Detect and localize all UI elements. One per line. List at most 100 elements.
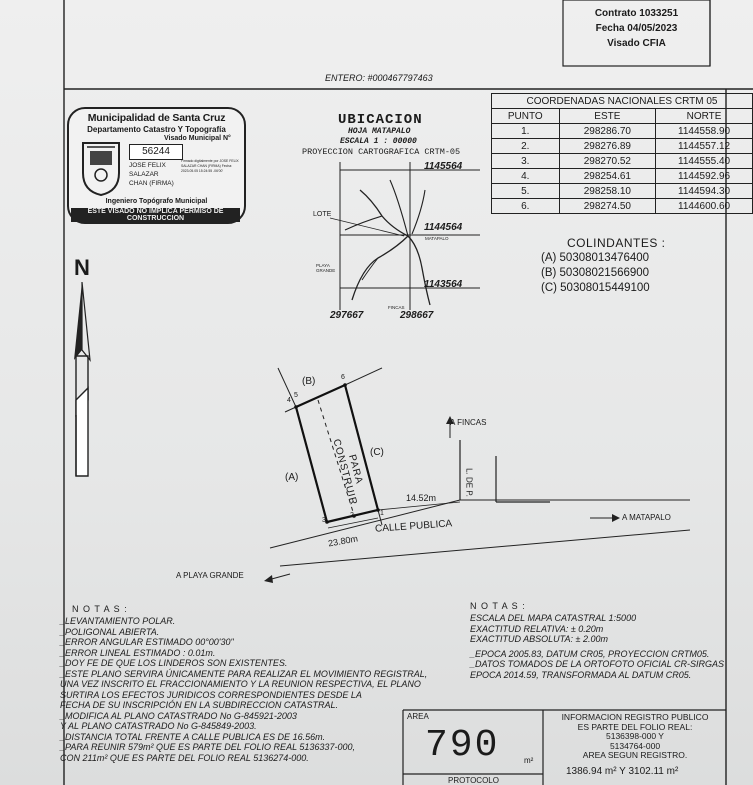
plan-label-b: (B)	[302, 376, 316, 387]
north-arrow-icon	[74, 281, 91, 477]
map-lote: LOTE	[313, 211, 332, 218]
plan-point-2: 2	[350, 512, 354, 519]
registry-info: INFORMACION REGISTRO PUBLICO ES PARTE DE…	[545, 712, 725, 761]
note-line: _EPOCA 2005.83, DATUM CR05, PROYECCION C…	[470, 648, 710, 659]
seal-signer-3: CHAN (FIRMA)	[129, 180, 174, 187]
note-line: _ERROR LINEAL ESTIMADO : 0.01m.	[60, 647, 216, 658]
plan-dist-1: 14.52m	[406, 493, 437, 503]
location-title: UBICACION	[338, 112, 423, 128]
note-line: Y AL PLANO CATASTRADO No G-845849-2003.	[60, 721, 257, 731]
plan-point-4: 4	[287, 397, 291, 404]
note-line: _PARA REUNIR 579m² QUE ES PARTE DEL FOLI…	[60, 742, 355, 752]
note-line: EPOCA 2014.59, TRANSFORMADA AL DATUM CR0…	[470, 669, 692, 680]
seal-disclaimer: ESTE VISADO NO IMPLICA PERMISO DE CONSTR…	[71, 208, 240, 222]
plan-a-matapalo: A MATAPALO	[622, 513, 671, 522]
map-y-top: 1145564	[424, 161, 463, 172]
note-line: _LEVANTAMIENTO POLAR.	[60, 616, 176, 626]
seal-dept: Departamento Catastro Y Topografía	[87, 125, 226, 134]
contract-box: Contrato 1033251 Fecha 04/05/2023 Visado…	[563, 6, 710, 51]
note-line: EXACTITUD RELATIVA: ± 0.20m	[470, 623, 604, 634]
note-line: _ERROR ANGULAR ESTIMADO 00°00'30"	[60, 637, 234, 647]
colindantes-list: (A) 50308013476400 (B) 50308021566900 (C…	[541, 251, 650, 296]
location-map	[329, 162, 480, 310]
map-y-bot: 1143564	[424, 279, 463, 290]
coordinates-table: COORDENADAS NACIONALES CRTM 05 PUNTO EST…	[491, 93, 753, 214]
map-x-left: 297667	[330, 310, 364, 321]
plan-label-c: (C)	[370, 447, 384, 458]
note-line: _DOY FE DE QUE LOS LINDEROS SON EXISTENT…	[60, 658, 288, 668]
plan-point-5: 5	[294, 392, 298, 399]
map-matapalo: MATAPALO	[425, 236, 449, 241]
note-line: ESCALA DEL MAPA CATASTRAL 1:5000	[470, 613, 637, 623]
seal-visado: Visado Municipal N°	[164, 135, 231, 142]
note-line: UNA VEZ INSCRITO EL FRACCIONAMIENTO Y LA…	[60, 679, 421, 689]
location-projection: PROYECCION CARTOGRAFICA CRTM-05	[302, 147, 461, 157]
registry-line: AREA SEGUN REGISTRO.	[582, 750, 688, 760]
plan-a-playa: A PLAYA GRANDE	[176, 571, 244, 580]
seal-number: 56244	[129, 144, 183, 160]
map-fincas: FINCAS	[388, 305, 405, 310]
plan-point-1: 1	[380, 510, 384, 517]
registry-line: 5136398-000 Y	[606, 731, 664, 741]
seal-signer-2: SALAZAR	[129, 171, 159, 178]
note-line: SURTIRA LOS EFECTOS JURIDICOS CORRESPOND…	[60, 689, 362, 700]
area-value: 790	[425, 724, 500, 767]
plan-label-a: (A)	[285, 472, 299, 483]
coord-cell: 1144600.60	[655, 198, 753, 214]
entero-label: ENTERO:	[325, 73, 366, 83]
seal-signer-small: Firmado digitalmente por JOSE FELIX SALA…	[181, 159, 239, 173]
plan-a-fincas: A FINCAS	[450, 418, 487, 427]
coord-cell: 298274.50	[558, 198, 657, 214]
seal-title: Municipalidad de Santa Cruz	[87, 112, 226, 124]
map-playa: PLAYA GRANDE	[316, 263, 336, 273]
note-line: _DISTANCIA TOTAL FRENTE A CALLE PUBLICA …	[60, 731, 326, 742]
lot-plan-drawing	[264, 367, 691, 583]
entero-value: #000467797463	[367, 73, 433, 83]
registry-line: ES PARTE DEL FOLIO REAL:	[577, 721, 693, 732]
plan-point-6: 6	[341, 374, 345, 381]
registry-areas: 1386.94 m² Y 3102.11 m²	[566, 766, 679, 777]
location-scale: ESCALA 1 : 00000	[340, 137, 417, 146]
map-y-mid: 1144564	[424, 222, 463, 233]
note-line: _ESTE PLANO SERVIRA ÚNICAMENTE PARA REAL…	[60, 668, 428, 679]
seal-signer: JOSE FELIX SALAZAR CHAN (FIRMA)	[129, 161, 174, 188]
registry-line: INFORMACION REGISTRO PUBLICO	[561, 712, 709, 722]
seal-role: Ingeniero Topógrafo Municipal	[105, 198, 208, 205]
area-protocolo: PROTOCOLO	[448, 776, 499, 785]
north-label: N	[74, 255, 90, 280]
notes-right-title: N O T A S :	[470, 601, 526, 611]
colindantes-title: COLINDANTES :	[567, 236, 666, 250]
colindante-c: (C) 50308015449100	[541, 282, 650, 294]
contract-date: Fecha 04/05/2023	[595, 23, 678, 34]
map-x-right: 298667	[400, 310, 434, 321]
note-line: CON 211m² QUE ES PARTE DEL FOLIO REAL 51…	[60, 752, 309, 763]
location-sheet: HOJA MATAPALO	[348, 127, 411, 136]
contract-number: Contrato 1033251	[594, 8, 679, 19]
area-label: AREA	[407, 712, 429, 721]
colindante-a: (A) 50308013476400	[541, 252, 650, 264]
note-line: _POLIGONAL ABIERTA.	[60, 626, 160, 637]
municipal-coat-of-arms-icon	[82, 142, 120, 197]
notes-left-title: N O T A S :	[72, 604, 128, 614]
note-line: _DATOS TOMADOS DE LA ORTOFOTO OFICIAL CR…	[470, 659, 725, 669]
contract-stamp: Visado CFIA	[607, 38, 666, 49]
registry-line: 5134764-000	[609, 740, 661, 751]
colindante-b: (B) 50308021566900	[541, 267, 650, 279]
area-unit: m²	[524, 756, 534, 765]
seal-signer-1: JOSE FELIX	[129, 162, 166, 169]
note-line: _MODIFICA AL PLANO CATASTRADO No G-84592…	[60, 710, 297, 721]
note-line: EXACTITUD ABSOLUTA: ± 2.00m	[470, 634, 608, 644]
plan-point-3: 3	[322, 517, 326, 524]
municipal-seal: Municipalidad de Santa Cruz Departamento…	[67, 107, 246, 224]
note-line: FECHA DE SU INSCRIPCIÓN EN LA SUBDIRECCI…	[60, 700, 339, 710]
notes-right: ESCALA DEL MAPA CATASTRAL 1:5000 EXACTIT…	[470, 613, 725, 680]
notes-left: _LEVANTAMIENTO POLAR. _POLIGONAL ABIERTA…	[60, 616, 428, 763]
entero: ENTERO: #000467797463	[325, 73, 433, 83]
